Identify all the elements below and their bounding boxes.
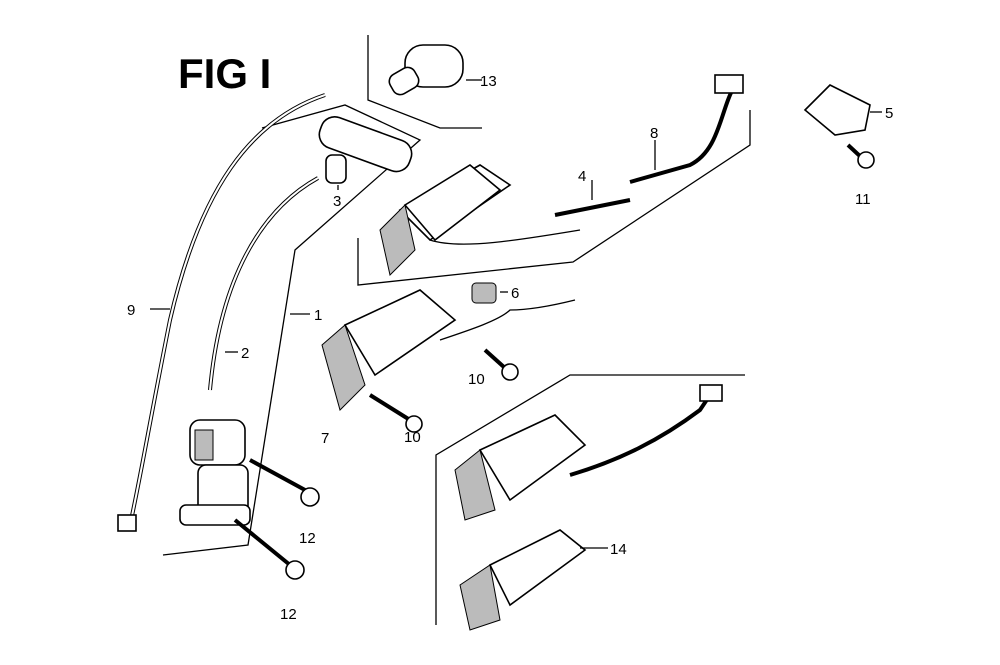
plug-cap-13 bbox=[388, 44, 482, 96]
charge-coil-upper bbox=[379, 74, 744, 276]
callout-6: 6 bbox=[511, 285, 519, 302]
callout-12: 12 bbox=[280, 606, 297, 623]
group-outline-upper-coil bbox=[357, 110, 751, 286]
group-outline-14 bbox=[435, 374, 745, 625]
exciter-coil-7 bbox=[321, 289, 576, 433]
ignition-coil-1 bbox=[179, 419, 251, 526]
callout-11: 11 bbox=[855, 191, 871, 208]
figure-title: FIG I bbox=[178, 50, 271, 97]
callout-14: 14 bbox=[610, 541, 627, 558]
callout-13: 13 bbox=[480, 73, 497, 90]
charge-coil-14 bbox=[454, 384, 723, 631]
callout-9: 9 bbox=[127, 302, 135, 319]
bracket-5 bbox=[803, 84, 875, 169]
grommet-6 bbox=[471, 282, 497, 304]
callout-10: 10 bbox=[468, 371, 485, 388]
bolt-12 bbox=[233, 458, 320, 580]
plug-cap-3 bbox=[318, 116, 413, 190]
callout-4: 4 bbox=[578, 168, 586, 185]
wire-terminal bbox=[117, 514, 137, 532]
callout-10: 10 bbox=[404, 429, 421, 446]
callout-12: 12 bbox=[299, 530, 316, 547]
callout-5: 5 bbox=[885, 105, 893, 122]
hv-wire-2 bbox=[208, 176, 319, 391]
group-outline-13 bbox=[367, 35, 482, 129]
callout-1: 1 bbox=[314, 307, 322, 324]
group-outline-ignition bbox=[162, 104, 422, 556]
callout-8: 8 bbox=[650, 125, 658, 142]
callout-3: 3 bbox=[333, 193, 341, 210]
callout-7: 7 bbox=[321, 430, 329, 447]
leader-lines bbox=[150, 111, 882, 353]
callout-2: 2 bbox=[241, 345, 249, 362]
